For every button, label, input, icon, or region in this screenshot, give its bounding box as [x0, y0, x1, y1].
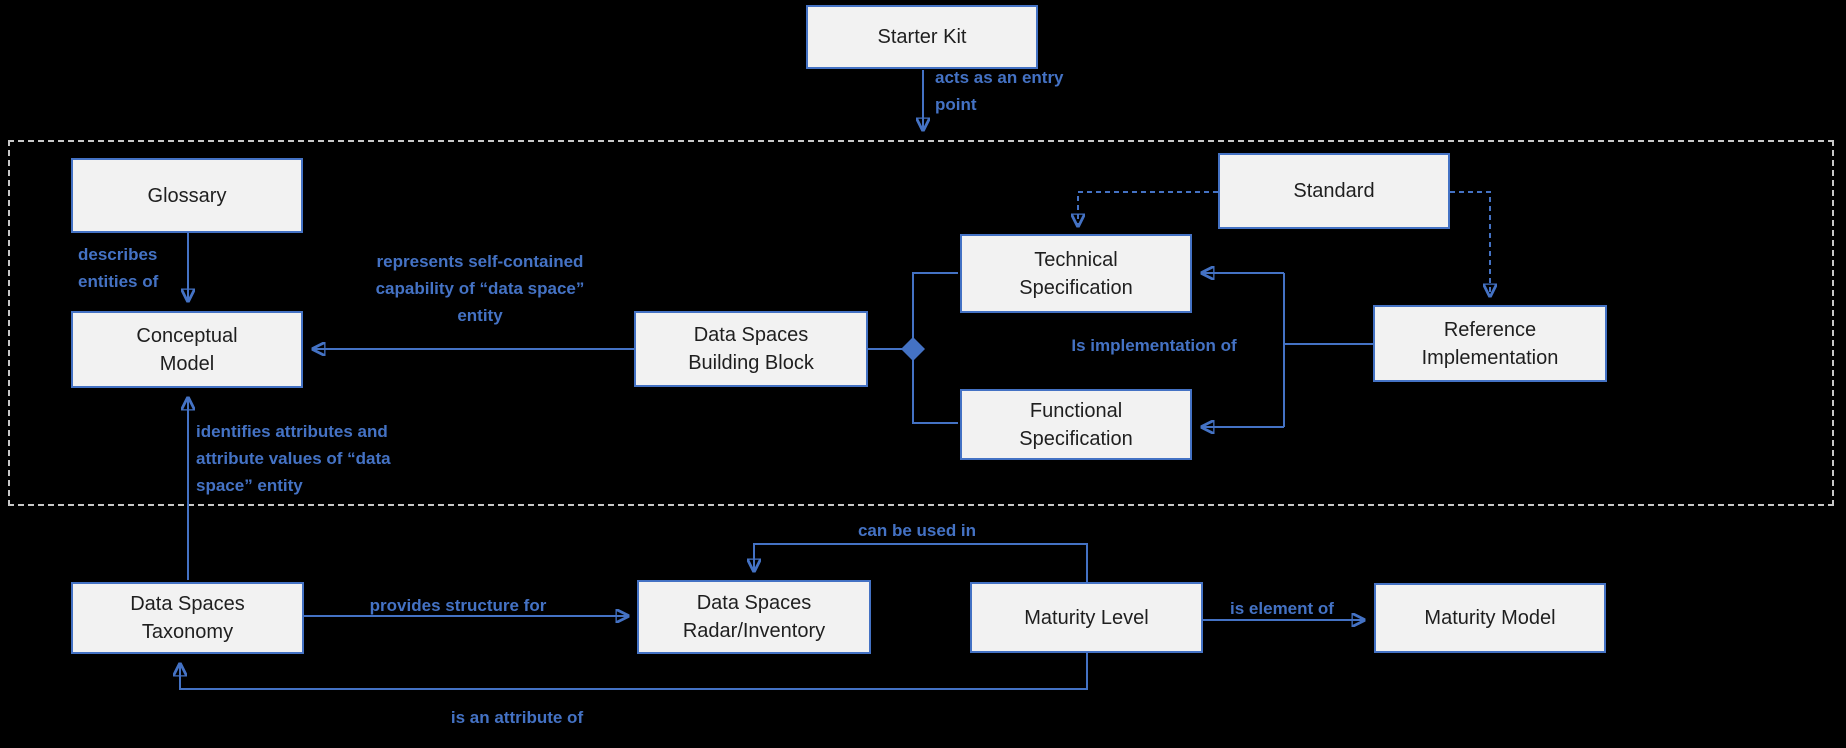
node-label: Maturity Level [1024, 606, 1149, 629]
node-data-spaces-building-block: Data Spaces Building Block [634, 311, 868, 387]
edge-label-acts-as-entry-point: acts as an entry point [935, 68, 1064, 114]
edge-label-represents-capability: represents self-contained capability of … [375, 252, 585, 325]
node-label: Glossary [147, 184, 227, 207]
connector-maturitylevel-taxonomy [180, 653, 1088, 690]
edge-label-provides-structure-for: provides structure for [369, 596, 547, 615]
node-reference-implementation: Reference Implementation [1373, 305, 1607, 382]
dashed-group-boundary [8, 140, 1834, 506]
edge-label-identifies-attributes: identifies attributes and attribute valu… [196, 422, 391, 495]
node-label: Starter Kit [877, 26, 967, 48]
connector-standard-technical [1078, 191, 1218, 226]
node-maturity-level: Maturity Level [970, 582, 1203, 653]
node-label: Reference Implementation [1421, 318, 1559, 369]
node-label: Functional Specification [1019, 399, 1133, 450]
node-data-spaces-taxonomy: Data Spaces Taxonomy [71, 582, 304, 654]
node-label: Technical Specification [1019, 248, 1133, 299]
edge-label-is-an-attribute-of: is an attribute of [450, 708, 584, 727]
connector-standard-refimpl [1450, 191, 1490, 296]
connector-diamond-technical [912, 272, 958, 349]
node-functional-specification: Functional Specification [960, 389, 1192, 460]
edge-label-describes-entities-of: describes entities of [78, 245, 159, 291]
node-starter-kit: Starter Kit [806, 5, 1038, 69]
node-label: Data Spaces Taxonomy [130, 593, 245, 643]
node-label: Data Spaces Radar/Inventory [682, 592, 826, 642]
node-standard: Standard [1218, 153, 1450, 229]
connector-diamond-functional [912, 349, 958, 424]
edge-label-is-implementation-of: Is implementation of [1071, 336, 1237, 355]
node-data-spaces-radar-inventory: Data Spaces Radar/Inventory [637, 580, 871, 654]
node-conceptual-model: Conceptual Model [71, 311, 303, 388]
node-maturity-model: Maturity Model [1374, 583, 1606, 653]
node-label: Standard [1293, 180, 1375, 202]
node-label: Data Spaces Building Block [688, 324, 814, 374]
node-technical-specification: Technical Specification [960, 234, 1192, 313]
node-label: Maturity Model [1424, 607, 1556, 629]
node-glossary: Glossary [71, 158, 303, 233]
edge-label-is-element-of: is element of [1230, 599, 1334, 618]
node-label: Conceptual Model [136, 324, 238, 375]
edge-label-can-be-used-in: can be used in [857, 521, 977, 540]
connector-maturitylevel-radar [754, 543, 1088, 582]
